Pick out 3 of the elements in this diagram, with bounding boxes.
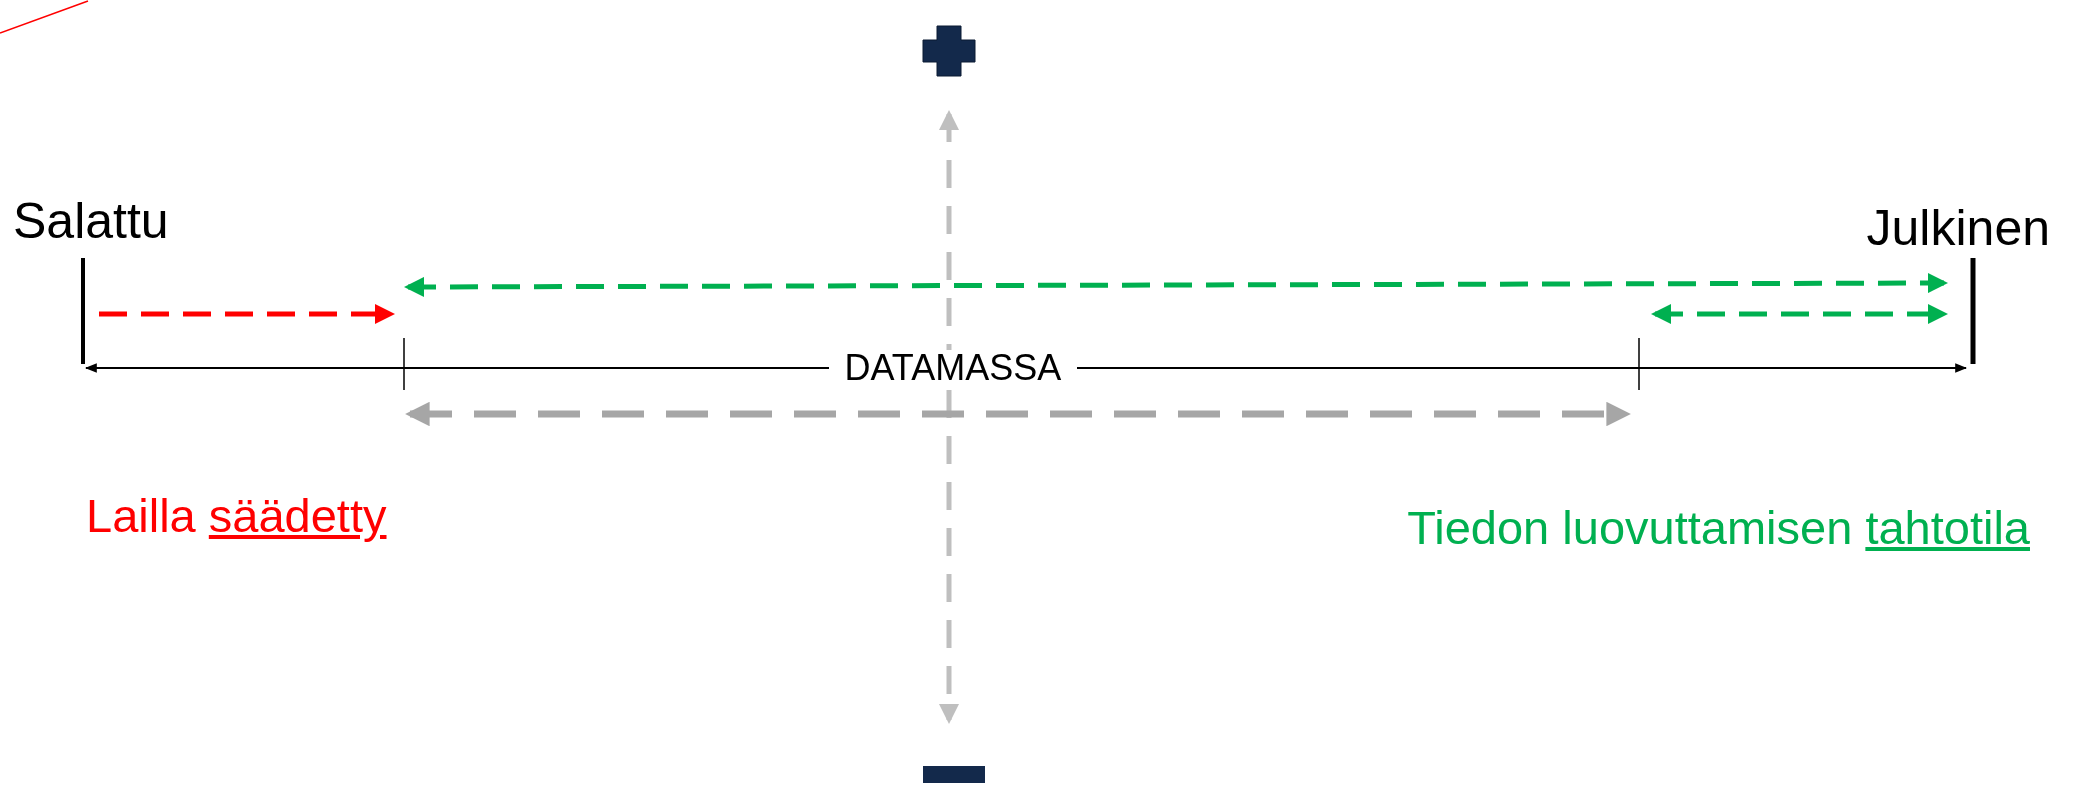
category-label: Tiedon luovuttamisen tahtotila bbox=[1407, 504, 2030, 551]
end-label: Julkinen bbox=[1866, 203, 2050, 253]
end-label: Salattu bbox=[13, 196, 169, 246]
